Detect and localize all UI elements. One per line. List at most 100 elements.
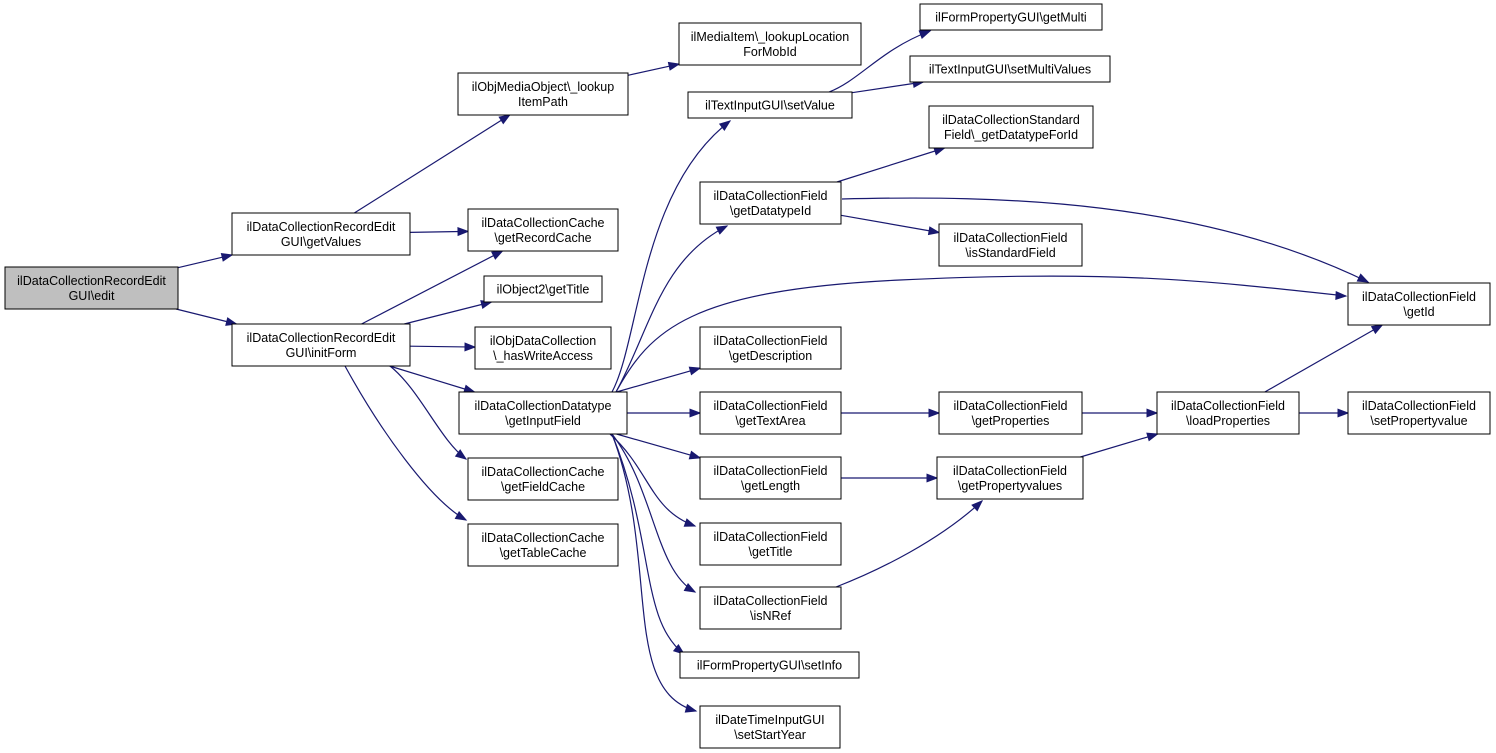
node-box xyxy=(699,326,842,370)
node-label-line: ilTextInputGUI\setValue xyxy=(705,99,835,113)
edge-isNRef-to-getPropertyvalues xyxy=(835,500,984,588)
node-label-line: ilDataCollectionField xyxy=(954,399,1068,413)
node-box xyxy=(699,391,842,435)
node-label-line: ilDataCollectionField xyxy=(953,464,1067,478)
edge-getValues-to-getRecordCache xyxy=(409,227,470,237)
node-label-line: ilDataCollectionField xyxy=(1171,399,1285,413)
node-box xyxy=(1347,282,1491,326)
edge-getProperties-to-loadProperties xyxy=(1082,408,1159,418)
edge-lookupItemPath-to-lookupLocation xyxy=(627,61,681,76)
node-getTableCache[interactable]: ilDataCollectionCache\getTableCache xyxy=(467,523,619,567)
node-label-line: ilObjDataCollection xyxy=(490,334,596,348)
node-label-line: \getRecordCache xyxy=(494,231,591,245)
node-label-line: Field\_getDatatypeForId xyxy=(944,128,1078,142)
node-box xyxy=(699,705,841,749)
node-box xyxy=(919,3,1103,31)
node-getInputField[interactable]: ilDataCollectionDatatype\getInputField xyxy=(458,391,628,435)
edge-edit-to-initForm xyxy=(175,308,238,326)
node-label-line: ilDataCollectionField xyxy=(714,334,828,348)
node-label-line: \getDatatypeId xyxy=(730,204,811,218)
node-box xyxy=(231,323,411,367)
node-label-line: \setStartYear xyxy=(734,728,806,742)
node-setStartYear[interactable]: ilDateTimeInputGUI\setStartYear xyxy=(699,705,841,749)
node-getFieldCache[interactable]: ilDataCollectionCache\getFieldCache xyxy=(467,457,619,501)
node-label-line: ilDataCollectionField xyxy=(714,594,828,608)
node-label-line: \isNRef xyxy=(750,609,792,623)
edge-getInputField-to-getDatatypeId xyxy=(615,225,729,393)
edge-getDatatypeId-to-getDatatypeForId xyxy=(836,146,946,183)
node-setValue[interactable]: ilTextInputGUI\setValue xyxy=(687,91,853,119)
edge-initForm-to-getFieldCache xyxy=(389,365,468,460)
node-setPropertyvalue[interactable]: ilDataCollectionField\setPropertyvalue xyxy=(1347,391,1491,435)
node-box xyxy=(1156,391,1300,435)
node-box xyxy=(699,456,842,500)
node-getProperties[interactable]: ilDataCollectionField\getProperties xyxy=(938,391,1083,435)
node-box xyxy=(483,275,603,303)
node-hasWriteAccess[interactable]: ilObjDataCollection\_hasWriteAccess xyxy=(474,326,612,370)
node-label-line: ilDataCollectionDatatype xyxy=(475,399,612,413)
node-getDatatypeForId[interactable]: ilDataCollectionStandardField\_getDataty… xyxy=(928,105,1094,149)
node-label-line: ilDataCollectionRecordEdit xyxy=(247,331,396,345)
node-getTitleField[interactable]: ilDataCollectionField\getTitle xyxy=(699,522,842,566)
node-label-line: ilDataCollectionField xyxy=(954,231,1068,245)
node-getMulti[interactable]: ilFormPropertyGUI\getMulti xyxy=(919,3,1103,31)
node-box xyxy=(474,326,612,370)
edge-getInputField-to-isNRef xyxy=(611,433,697,593)
node-loadProperties[interactable]: ilDataCollectionField\loadProperties xyxy=(1156,391,1300,435)
edge-getPropertyvalues-to-loadProperties xyxy=(1080,432,1159,458)
edge-initForm-to-getTableCache xyxy=(344,365,468,521)
node-box xyxy=(1347,391,1491,435)
node-isStandardField[interactable]: ilDataCollectionField\isStandardField xyxy=(938,223,1083,267)
edge-initForm-to-hasWriteAccess xyxy=(409,342,477,352)
node-label-line: ilDataCollectionStandard xyxy=(942,113,1080,127)
node-label-line: ilObjMediaObject\_lookup xyxy=(472,80,614,94)
nodes-layer: ilDataCollectionRecordEditGUI\editilData… xyxy=(4,3,1491,749)
edge-getInputField-to-getTitleField xyxy=(609,433,697,527)
node-getLength[interactable]: ilDataCollectionField\getLength xyxy=(699,456,842,500)
node-label-line: ilDataCollectionCache xyxy=(482,465,605,479)
node-getId[interactable]: ilDataCollectionField\getId xyxy=(1347,282,1491,326)
node-label-line: ilDataCollectionField xyxy=(714,189,828,203)
edge-getLength-to-getPropertyvalues xyxy=(841,473,939,483)
node-box xyxy=(687,91,853,119)
node-label-line: \getLength xyxy=(741,479,800,493)
node-label-line: \getDescription xyxy=(729,349,812,363)
node-label-line: ilMediaItem\_lookupLocation xyxy=(691,30,849,44)
node-label-line: ilDataCollectionField xyxy=(714,530,828,544)
node-box xyxy=(938,223,1083,267)
node-box xyxy=(231,212,411,256)
node-getDescription[interactable]: ilDataCollectionField\getDescription xyxy=(699,326,842,370)
node-label-line: GUI\edit xyxy=(69,289,115,303)
edge-getInputField-to-setStartYear xyxy=(611,433,698,713)
node-box xyxy=(4,266,179,310)
edge-getValues-to-lookupItemPath xyxy=(353,114,511,214)
node-label-line: \getTextArea xyxy=(735,414,805,428)
edge-getDatatypeId-to-getId xyxy=(841,197,1370,283)
node-label-line: ItemPath xyxy=(518,95,568,109)
node-label-line: \getId xyxy=(1403,305,1434,319)
node-getPropertyvalues[interactable]: ilDataCollectionField\getPropertyvalues xyxy=(936,456,1084,500)
node-getTitleObj[interactable]: ilObject2\getTitle xyxy=(483,275,603,303)
node-getTextArea[interactable]: ilDataCollectionField\getTextArea xyxy=(699,391,842,435)
edge-setValue-to-getMulti xyxy=(828,30,932,93)
node-label-line: ilFormPropertyGUI\setInfo xyxy=(697,659,842,673)
edges-layer xyxy=(175,30,1384,713)
node-label-line: ilDataCollectionField xyxy=(1362,399,1476,413)
node-label-line: ilDataCollectionField xyxy=(1362,290,1476,304)
edge-getInputField-to-setValue xyxy=(611,120,732,393)
node-getDatatypeId[interactable]: ilDataCollectionField\getDatatypeId xyxy=(699,181,842,225)
node-label-line: ilDataCollectionField xyxy=(714,464,828,478)
node-getRecordCache[interactable]: ilDataCollectionCache\getRecordCache xyxy=(467,208,619,252)
node-setInfo[interactable]: ilFormPropertyGUI\setInfo xyxy=(679,651,860,679)
node-setMultiValues[interactable]: ilTextInputGUI\setMultiValues xyxy=(909,55,1111,83)
edge-getInputField-to-getDescription xyxy=(616,366,702,393)
node-isNRef[interactable]: ilDataCollectionField\isNRef xyxy=(699,586,842,630)
node-label-line: \setPropertyvalue xyxy=(1370,414,1467,428)
node-box xyxy=(467,457,619,501)
